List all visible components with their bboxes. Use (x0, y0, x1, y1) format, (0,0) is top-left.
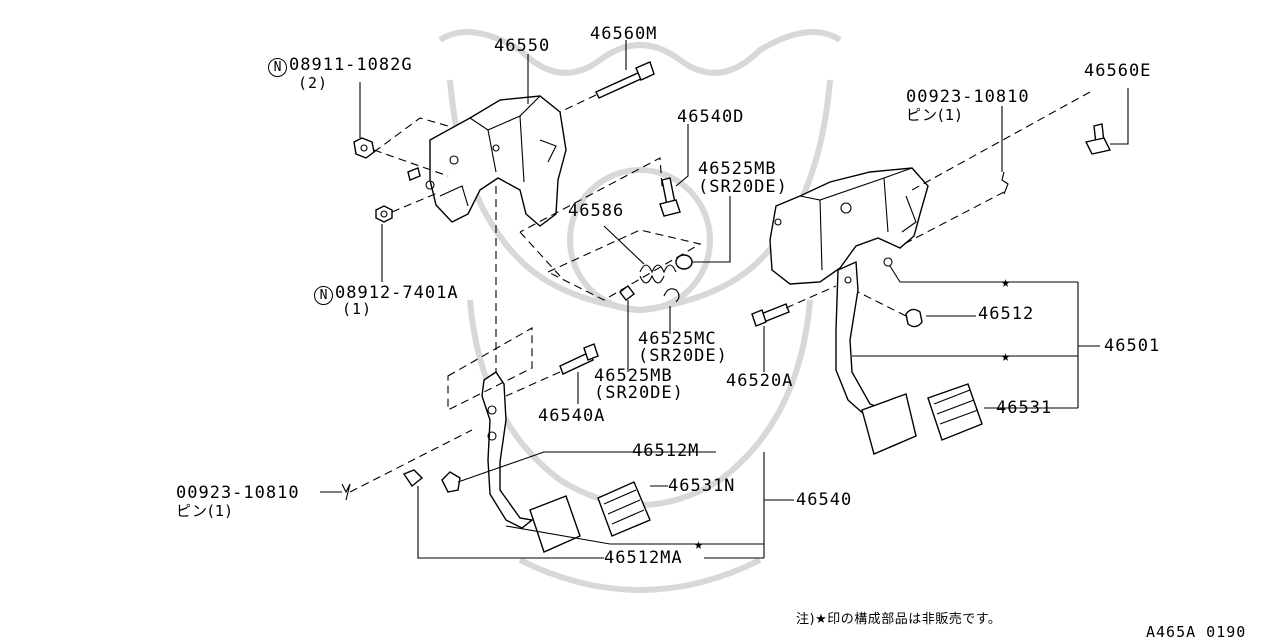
bolt-46520A (751, 285, 837, 327)
part-number-08912: 08912-7401A (335, 283, 459, 303)
pedal-pad-rubber-46531 (927, 383, 983, 441)
brake-pedal-pad (861, 393, 917, 455)
part-number-46550: 46550 (494, 36, 551, 56)
part-number-46560M: 46560M (590, 24, 658, 44)
n-symbol-icon: N (268, 58, 287, 77)
pedal-pad-rubber-46531N (597, 481, 651, 537)
brake-pedal-bracket-46501 (769, 167, 929, 285)
pin-00923-top (903, 171, 1009, 245)
part-number-46512: 46512 (978, 304, 1035, 324)
part-number-46540: 46540 (796, 490, 853, 510)
part-number-46540A: 46540A (538, 406, 606, 426)
part-number-46525MC: 46525MC (638, 329, 717, 349)
clip-46525MB-b (619, 285, 635, 301)
brake-pedal-arm (835, 260, 882, 417)
star-mark-2: ★ (1001, 347, 1012, 365)
part-number-46512M: 46512M (632, 441, 700, 461)
note-46525MB-a: (SR20DE) (698, 177, 788, 197)
part-number-46540D: 46540D (677, 107, 745, 127)
bolt-46540D (519, 157, 681, 233)
part-number-46560E: 46560E (1084, 61, 1152, 81)
note-46525MB-b: (SR20DE) (594, 383, 684, 403)
clutch-pedal-arm-46540 (447, 186, 534, 529)
part-number-08911: 08911-1082G (289, 55, 413, 75)
footer-note: 注)★印の構成部品は非販売です。 (796, 612, 1002, 627)
part-number-46501: 46501 (1104, 336, 1161, 356)
bolt-46560M (559, 61, 655, 113)
clip-46512MA (402, 469, 424, 488)
part-number-46512MA: 46512MA (604, 548, 683, 568)
star-mark-3: ★ (694, 535, 705, 553)
clutch-pedal-pad (529, 495, 581, 553)
clip-46525MB-a (675, 254, 693, 270)
clip-46525MC (663, 288, 680, 303)
n-symbol-icon: N (314, 286, 333, 305)
note-46525MC: (SR20DE) (638, 346, 728, 366)
part-number-46525MB-b: 46525MB (594, 366, 673, 386)
diagram-code: A465A 0190 (1146, 623, 1247, 641)
stopper-46512M (441, 471, 461, 493)
part-number-46531: 46531 (996, 398, 1053, 418)
part-number-46586: 46586 (568, 201, 625, 221)
nut-08911 (353, 117, 449, 177)
stopper-46512 (857, 291, 923, 328)
bolt-46560E (911, 91, 1112, 191)
note-00923-bottom: ピン(1) (176, 502, 233, 520)
part-number-00923-bottom: 00923-10810 (176, 483, 300, 503)
qty-08911: (2) (298, 74, 329, 92)
spring-46586 (519, 229, 702, 301)
nut-08912 (375, 191, 441, 223)
star-mark-1: ★ (1001, 273, 1012, 291)
part-number-46520A: 46520A (726, 371, 794, 391)
pedal-bracket-46550 (425, 95, 567, 227)
note-00923-top: ピン(1) (906, 106, 963, 124)
part-number-46525MB-a: 46525MB (698, 159, 777, 179)
part-number-46531N: 46531N (668, 476, 736, 496)
bolt-46540A (505, 343, 599, 397)
qty-08912: (1) (342, 300, 373, 318)
leader-lines (320, 40, 1129, 559)
part-number-00923-top: 00923-10810 (906, 87, 1030, 107)
stud-08911 (407, 167, 421, 181)
pin-00923-bottom (341, 429, 473, 501)
